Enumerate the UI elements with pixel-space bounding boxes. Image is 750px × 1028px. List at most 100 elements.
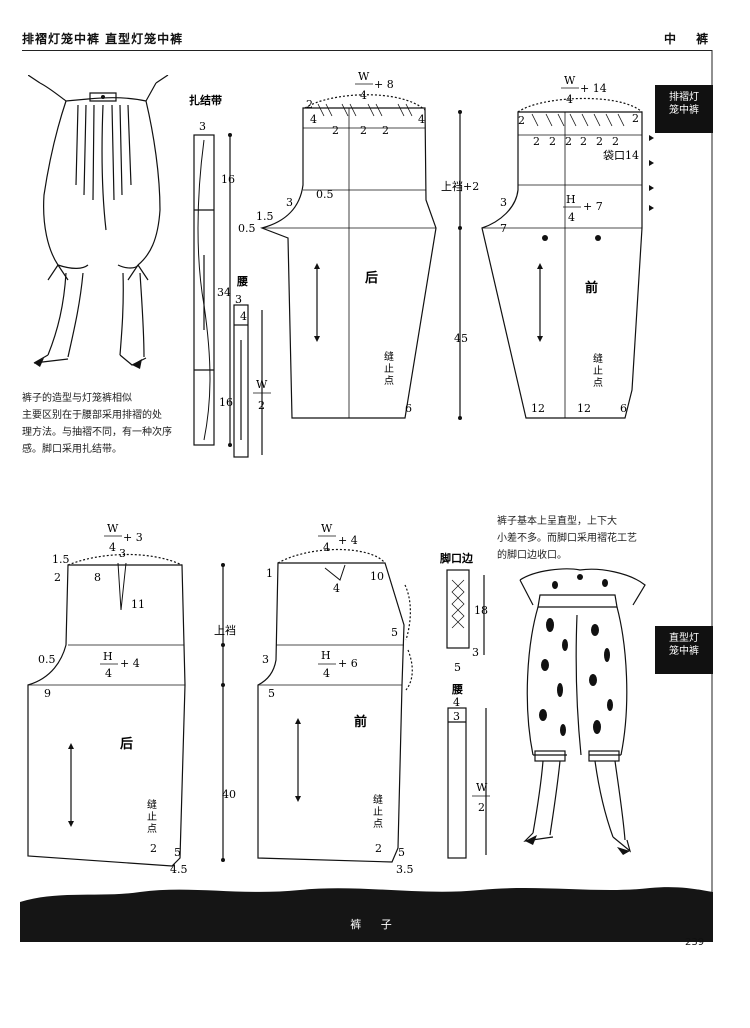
frac-den: 4	[360, 89, 367, 102]
dim-text: 9	[44, 687, 51, 700]
straight-description: 裤子基本上呈直型，上下大 小差不多。而脚口采用褶花工艺 的脚口边收口。	[497, 513, 667, 564]
dim-text: 4	[418, 113, 425, 126]
waistband-label: 腰	[236, 275, 248, 288]
frac-num: W	[358, 70, 370, 83]
frac-num: H	[103, 650, 113, 663]
stop-point-label: 止	[384, 363, 394, 375]
dim-text: 2	[596, 135, 603, 148]
dim-text: 3	[235, 293, 242, 306]
dim-text: 2	[360, 124, 367, 137]
dim-text: 5	[398, 846, 405, 859]
desc-line: 理方法。与抽褶不同，有一种次序	[22, 427, 172, 438]
dim-text: 3	[119, 547, 126, 560]
dim-text: 1.5	[52, 553, 70, 566]
dim-text: 0.5	[38, 653, 56, 666]
desc-line: 裤子基本上呈直型，上下大	[497, 516, 617, 527]
back-piece-label: 后	[365, 270, 378, 286]
frac-num: W	[564, 74, 576, 87]
dim-text: 7	[500, 222, 507, 235]
dim-text: 16	[219, 396, 233, 409]
desc-line: 感。脚口采用扎结带。	[22, 444, 122, 455]
desc-line: 的脚口边收口。	[497, 550, 567, 561]
frac-den: 4	[105, 667, 112, 680]
dim-text: 5	[268, 687, 275, 700]
frac-plus: + 8	[374, 78, 394, 91]
dim-text: 2	[306, 98, 313, 111]
dim-text: 2	[612, 135, 619, 148]
dim-text: 40	[222, 788, 236, 801]
frac-den: 4	[568, 211, 575, 224]
dim-text: 11	[131, 598, 145, 611]
side-tab-straight: 直型灯笼中裤	[655, 626, 713, 674]
dim-text: 4.5	[170, 863, 188, 876]
frac-num: W	[321, 522, 333, 535]
rise-label: 上裆+2	[441, 180, 479, 193]
page-header-title: 排褶灯笼中裤 直型灯笼中裤	[22, 32, 184, 46]
dim-text: 1	[266, 567, 273, 580]
cuff-label: 脚口边	[440, 551, 474, 565]
back-piece-label: 后	[120, 736, 133, 752]
dim-text: 3.5	[396, 863, 414, 876]
header-rule	[22, 50, 712, 51]
dim-text: 2	[565, 135, 572, 148]
footer-band	[20, 902, 713, 942]
dim-text: 12	[531, 402, 545, 415]
front-piece-label: 前	[354, 714, 367, 730]
stop-point-label: 缝	[147, 798, 157, 811]
frac-den: 2	[478, 801, 485, 814]
dim-text: 2	[332, 124, 339, 137]
dim-text: 34	[217, 286, 231, 299]
dim-text: 4	[333, 582, 340, 595]
dim-text: 2	[54, 571, 61, 584]
frac-plus: + 14	[580, 82, 607, 95]
dim-text: 2	[382, 124, 389, 137]
dim-text: 4	[310, 113, 317, 126]
dim-text: 5	[174, 846, 181, 859]
dim-text: 3	[262, 653, 269, 666]
frac-den: 2	[258, 399, 265, 412]
frac-plus: + 7	[583, 200, 603, 213]
dim-text: 8	[94, 571, 101, 584]
page-number: 239	[685, 937, 705, 948]
frac-plus: + 4	[338, 534, 358, 547]
stop-point-label: 点	[384, 375, 394, 387]
dim-text: 2	[150, 842, 157, 855]
dim-text: 2	[632, 112, 639, 125]
stop-point-label: 点	[147, 823, 157, 835]
dim-text: 3	[453, 710, 460, 723]
dim-text: 2	[375, 842, 382, 855]
dim-text: 3	[500, 196, 507, 209]
pleated-description: 裤子的造型与灯笼裤相似 主要区别在于腰部采用排褶的处 理方法。与抽褶不同，有一种…	[22, 390, 212, 458]
desc-line: 主要区别在于腰部采用排褶的处	[22, 410, 162, 421]
frac-num: W	[107, 522, 119, 535]
dim-text: 6	[620, 402, 627, 415]
dim-text: 3	[472, 646, 479, 659]
dim-text: 4	[240, 310, 247, 323]
dim-text: 45	[454, 332, 468, 345]
desc-line: 小差不多。而脚口采用褶花工艺	[497, 533, 637, 544]
frac-num: H	[566, 193, 576, 206]
rise-label: 上裆	[214, 624, 236, 637]
dim-text: 10	[370, 570, 384, 583]
dim-text: 6	[405, 402, 412, 415]
frac-plus: + 4	[120, 657, 140, 670]
pocket-label: 袋口14	[603, 148, 639, 162]
side-tab-pleated: 排褶灯笼中裤	[655, 85, 713, 133]
footer-title: 裤 子	[350, 918, 400, 931]
dim-text: 4	[453, 696, 460, 709]
tie-band-label: 扎结带	[189, 93, 222, 107]
front-piece-label: 前	[585, 280, 598, 296]
dim-text: 3	[286, 196, 293, 209]
pleated-pants-illustration	[28, 75, 169, 369]
stop-point-label: 点	[593, 377, 603, 389]
dim-text: 2	[580, 135, 587, 148]
frac-num: H	[321, 649, 331, 662]
dim-text: 2	[518, 114, 525, 127]
dim-text: 2	[533, 135, 540, 148]
dim-text: 0.5	[316, 188, 334, 201]
stop-point-label: 缝	[384, 350, 394, 363]
